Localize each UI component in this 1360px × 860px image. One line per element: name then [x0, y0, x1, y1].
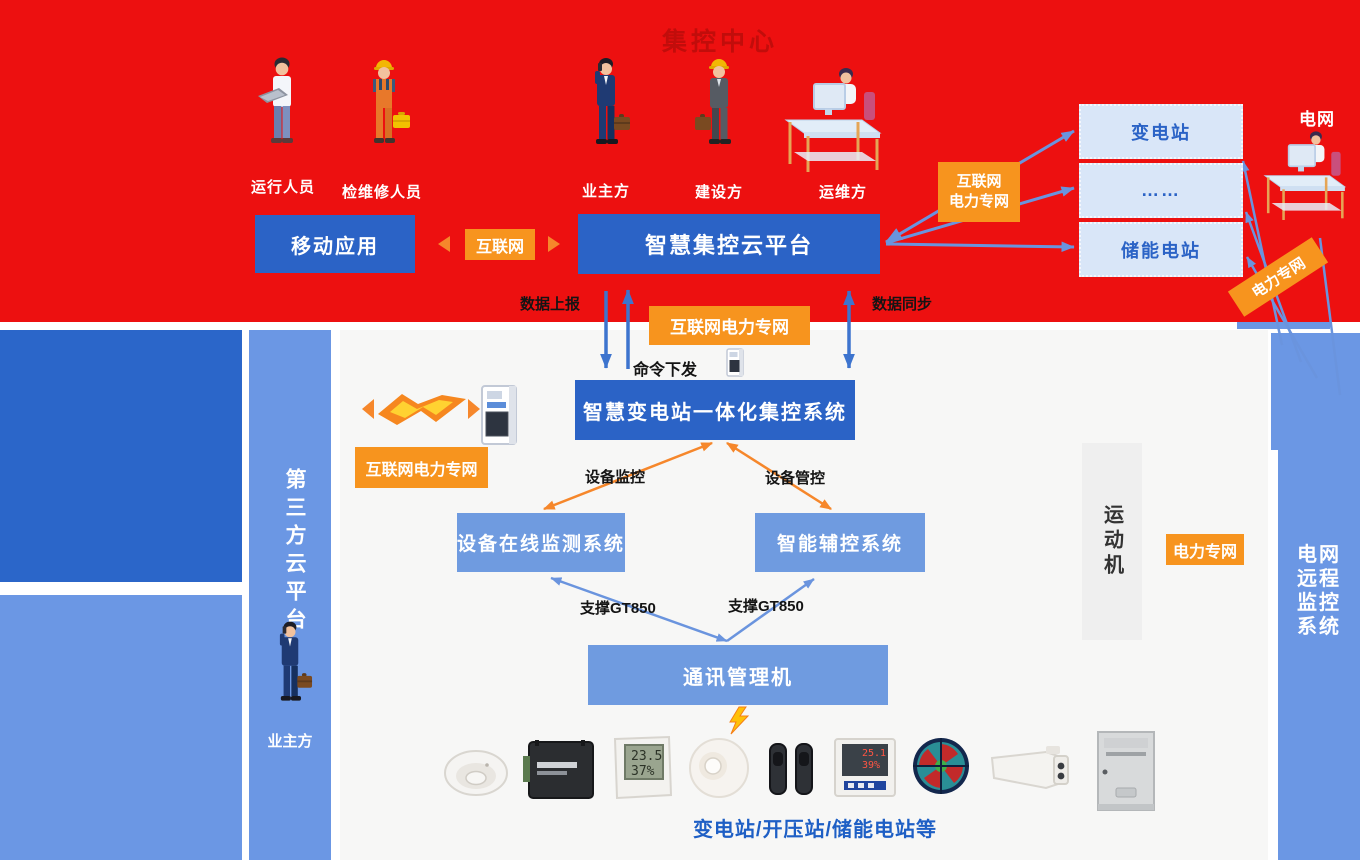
thermo-hygrometer-icon: 23.5 37% [613, 735, 673, 800]
grid-remote-line: 电网 [1297, 544, 1341, 566]
device-monitor-label: 设备监控 [585, 469, 646, 486]
owner-figure-sidebar [279, 621, 313, 701]
mobile-app-box: 移动应用 [255, 215, 415, 273]
ceiling-motion-sensor-icon [689, 738, 749, 798]
maintenance-label: 检维修人员 [341, 184, 422, 201]
owner-banner-label: 业主方 [581, 183, 630, 200]
owner-sidebar-label: 业主方 [267, 733, 313, 750]
builder-figure [695, 59, 731, 144]
grid-remote-monitor-label: 电网 远程 监控 系统 [1278, 543, 1360, 639]
data-sync-label: 数据同步 [872, 296, 933, 313]
smart-aux-box: 智能辅控系统 [755, 513, 925, 572]
ops-desk-figure [784, 68, 882, 172]
builder-label: 建设方 [694, 184, 743, 201]
ops-label: 运维方 [818, 184, 867, 201]
banner-title: 集控中心 [661, 28, 778, 56]
svg-text:23.5: 23.5 [631, 749, 662, 764]
right-column-top [1271, 333, 1360, 450]
right-top-bar [1237, 322, 1330, 329]
gt850-left-label: 支撑GT850 [580, 600, 656, 617]
meter-small-icon [726, 348, 744, 377]
grid-remote-column [1278, 450, 1360, 860]
inet-power-line2: 电力专网 [948, 193, 1009, 210]
substation-box: 变电站 [1079, 104, 1243, 159]
third-party-cloud-column [249, 330, 331, 860]
grid-remote-line: 远程 [1297, 568, 1341, 590]
smoke-detector-icon [444, 750, 508, 796]
ellipsis-box: …… [1079, 163, 1243, 218]
data-report-label: 数据上报 [520, 296, 581, 313]
meter-large-icon [481, 385, 517, 445]
inet-power-net-badge: 互联网 电力专网 [938, 162, 1020, 222]
gt850-right-label: 支撑GT850 [728, 598, 804, 615]
command-issue-label: 命令下发 [633, 362, 698, 379]
motion-machine-label: 运动机 [1100, 504, 1123, 579]
inet-power-left-badge: 互联网电力专网 [355, 447, 488, 488]
bullet-camera-icon [990, 746, 1069, 790]
storage-station-box: 储能电站 [1079, 222, 1243, 277]
internet-badge: 互联网 [465, 229, 535, 260]
cloud-platform-box: 智慧集控云平台 [578, 214, 880, 274]
operator-figure [258, 57, 293, 143]
maintenance-figure [373, 60, 410, 143]
left-light-block [0, 595, 242, 860]
svg-text:39%: 39% [862, 760, 880, 771]
owner-figure [595, 58, 630, 144]
left-dark-block [0, 330, 242, 582]
grid-remote-line: 监控 [1297, 592, 1341, 614]
integrated-system-box: 智慧变电站一体化集控系统 [575, 380, 855, 440]
inet-power-center-badge: 互联网电力专网 [649, 306, 810, 345]
control-cabinet-icon [1097, 731, 1155, 811]
grid-remote-line: 系统 [1297, 616, 1341, 638]
comm-manager-box: 通讯管理机 [588, 645, 888, 705]
panel-meter-icon: 25.1 39% [834, 738, 896, 797]
infrared-beam-sensors-icon [769, 743, 813, 795]
operator-label: 运行人员 [250, 179, 315, 196]
power-net-badge: 电力专网 [1166, 534, 1244, 565]
grid-label: 电网 [1299, 110, 1335, 129]
third-party-cloud-label: 第三方云平台 [283, 468, 306, 636]
online-monitoring-box: 设备在线监测系统 [457, 513, 625, 572]
grid-desk-figure [1263, 131, 1347, 220]
svg-text:25.1: 25.1 [862, 748, 886, 759]
inet-power-line1: 互联网 [956, 173, 1002, 190]
device-manage-label: 设备管控 [765, 470, 826, 487]
axial-fan-icon [913, 738, 969, 794]
signal-module-icon [523, 740, 594, 799]
stations-caption: 变电站/开压站/储能电站等 [692, 819, 938, 841]
svg-text:37%: 37% [631, 764, 655, 779]
motion-machine-box: 运动机 [1082, 443, 1142, 640]
